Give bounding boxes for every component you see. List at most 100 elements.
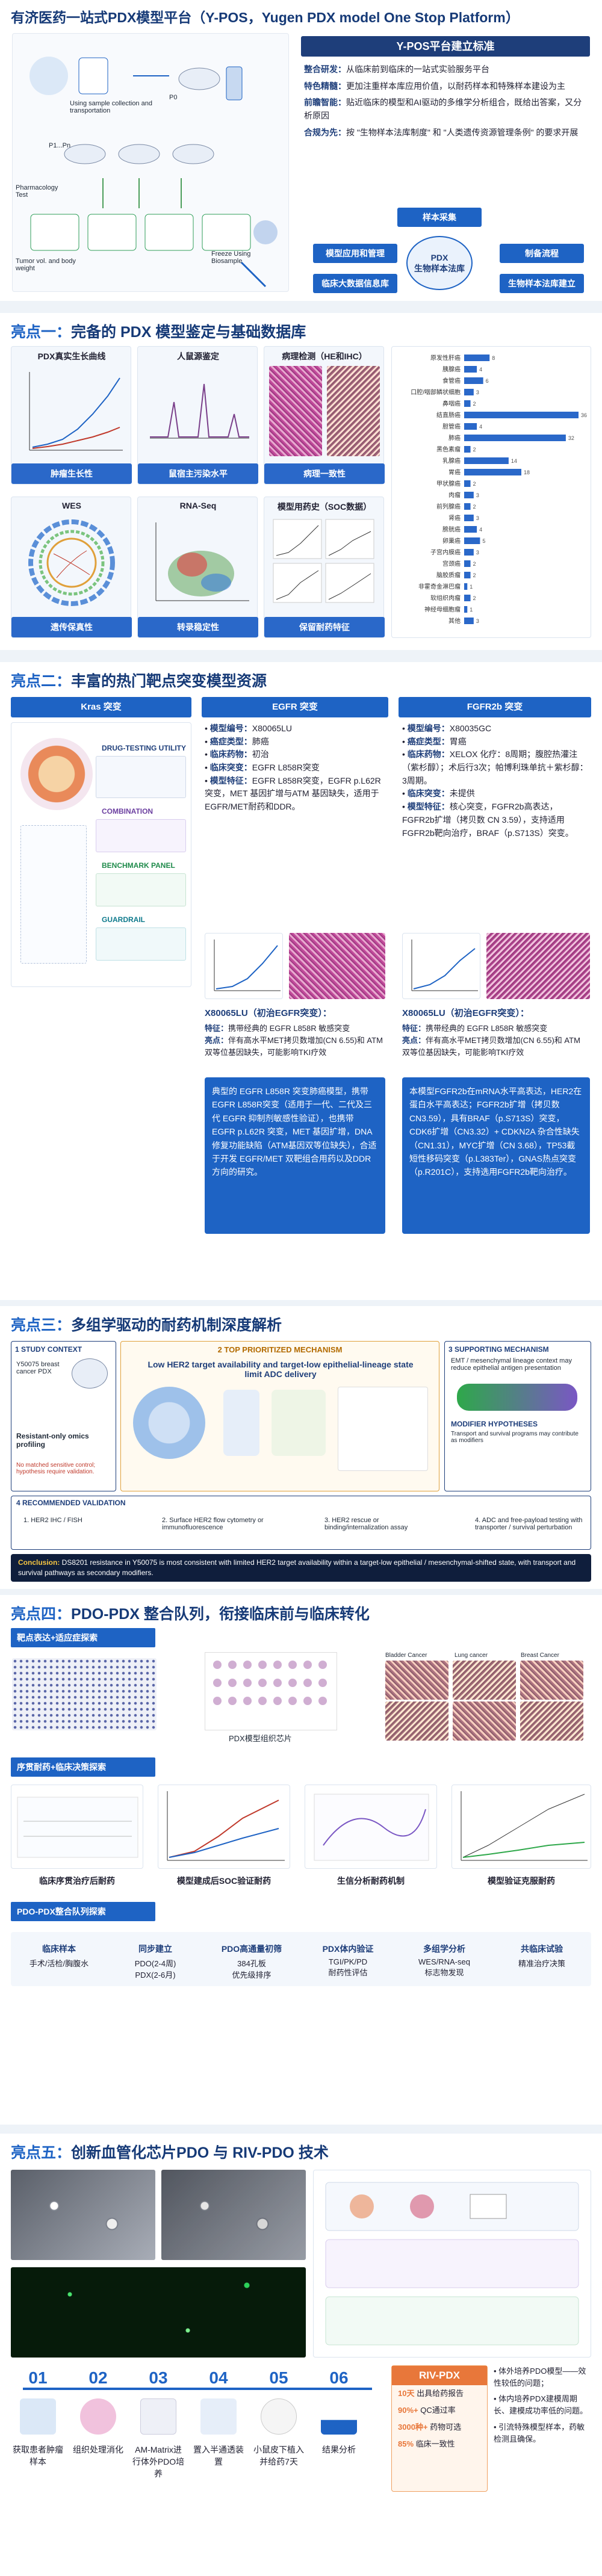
bar-value: 2 <box>473 481 476 487</box>
bar-value: 2 <box>473 561 476 567</box>
bar <box>464 583 468 590</box>
panel-pathology: 病理检测（HE和IHC） 病理一致性 <box>264 346 385 485</box>
tab-cohort: PDO-PDX整合队列探索 <box>11 1902 155 1921</box>
section-1: 亮点一：完备的 PDX 模型鉴定与基础数据库 PDX真实生长曲线 肿瘤生长性 人… <box>0 313 602 650</box>
col-egfr: EGFR 突变 <box>202 697 388 717</box>
fgfr-info-item: • 模型编号：X80035GC <box>402 723 492 733</box>
standard-list: 整合研发：从临床前到临床的一站式实验服务平台 特色精髓：更加注重样本库应用价值，… <box>304 63 587 143</box>
bar-value: 36 <box>581 412 587 418</box>
label-pn: P1...Pn <box>49 142 71 149</box>
bar <box>464 480 471 487</box>
bar-value: 2 <box>473 504 476 510</box>
seq-panel-2 <box>158 1785 290 1869</box>
egfr-info-item: • 模型编号：X80065LU <box>205 723 292 733</box>
kras-label-2: BENCHMARK PANEL <box>102 861 175 870</box>
bar-label: 肾癌 <box>448 514 461 522</box>
fgfr-info-item: • 临床药物：XELOX 化疗：8周期；腹腔热灌注（紫杉醇）；术后行3次；帕博利… <box>402 749 588 785</box>
riv-diagram <box>313 2170 591 2358</box>
freeze-icon <box>240 261 267 288</box>
kras-panel: DRUG-TESTING UTILITY COMBINATION BENCHMA… <box>11 722 191 987</box>
bar-value: 14 <box>511 458 517 464</box>
section-5-title: 亮点五：创新血管化芯片PDO 与 RIV-PDO 技术 <box>11 2144 329 2161</box>
section-2: 亮点二：丰富的热门靶点突变模型资源 Kras 突变 EGFR 突变 FGFR2b… <box>0 662 602 1300</box>
fgfr-info-item: • 临床突变：未提供 <box>402 788 475 799</box>
hub-left2: 临床大数据信息库 <box>313 274 397 293</box>
standard-item: 合规为先：按 "生物样本法库制度" 和 "人类遗传资源管理条例" 的要求开展 <box>304 127 579 137</box>
egfr-info-item: • 临床药物：初治 <box>205 749 269 760</box>
workflow-diagram: Using sample collection and transportati… <box>12 33 289 292</box>
cohort-step: 共临床试验精准治疗决策 <box>518 1944 565 1968</box>
bar-value: 2 <box>473 401 476 407</box>
egfr-info-item: • 模型特征：EGFR L858R突变，EGFR p.L62R突变，MET 基因… <box>205 775 381 812</box>
hub-center: PDX 生物样本法库 <box>406 236 473 290</box>
top-mechanism: 2 TOP PRIORITIZED MECHANISM Low HER2 tar… <box>120 1341 439 1491</box>
bar <box>464 457 509 464</box>
bar <box>464 423 477 430</box>
fgfr-sub: X80065LU（初治EGFR突变）： 特征：携带经典的 EGFR L858R … <box>402 1008 580 1057</box>
fluorescence-row <box>11 2267 306 2358</box>
bar-value: 2 <box>473 447 476 453</box>
panel-growth: PDX真实生长曲线 肿瘤生长性 <box>11 346 132 485</box>
bar <box>464 446 471 453</box>
liquid-nitrogen-icon <box>253 220 278 244</box>
bar-label: 胃癌 <box>448 468 461 476</box>
bar-label: 黑色素瘤 <box>436 445 461 453</box>
egfr-info-item: • 临床突变：EGFR L858R突变 <box>205 763 320 773</box>
bar-value: 3 <box>476 515 479 521</box>
wes-circos <box>28 519 115 606</box>
mouse-icon <box>178 67 220 90</box>
standard-item: 整合研发：从临床前到临床的一站式实验服务平台 <box>304 64 489 74</box>
label-pharmacology: Pharmacology Test <box>16 184 58 199</box>
fgfr-info-item: • 模型特征：核心突变，FGFR2b高表达，FGFR2b扩增（拷贝数 CN 3.… <box>402 802 574 838</box>
bar-value: 2 <box>473 572 476 578</box>
riv-bullets: • 体外培养PDO模型——效性较低的问题； • 体内培养PDX建模周期长、建模成… <box>494 2367 588 2444</box>
standard-title: Y-POS平台建立标准 <box>301 36 590 57</box>
fgfr-info-item: • 癌症类型：胃癌 <box>402 736 467 746</box>
bar-label: 神经母细胞瘤 <box>424 605 461 613</box>
growth-chart <box>29 372 123 451</box>
panel-soc: 模型用药史（SOC数据） 保留耐药特征 <box>264 497 385 638</box>
bar-value: 3 <box>476 618 479 624</box>
bar-label: 宫颈癌 <box>442 560 461 568</box>
section-5: 亮点五：创新血管化芯片PDO 与 RIV-PDO 技术 01 02 03 04 … <box>0 2134 602 2576</box>
pharmacology-box <box>30 214 79 251</box>
ihc-image <box>327 366 380 456</box>
seq-cap-1: 临床序贯治疗后耐药 <box>39 1876 115 1886</box>
seq-panel-3 <box>305 1785 437 1869</box>
bar <box>464 377 483 384</box>
recommended-validation: 4 RECOMMENDED VALIDATION 1. HER2 IHC / F… <box>11 1496 591 1550</box>
bar-value: 32 <box>568 435 574 441</box>
kras-label-3: GUARDRAIL <box>102 915 145 924</box>
riv-diagram-svg <box>325 2182 579 2345</box>
bar-label: 甲状腺癌 <box>436 480 461 488</box>
bar-value: 6 <box>486 378 489 384</box>
volcano-plot <box>155 522 249 601</box>
bar-value: 4 <box>479 424 482 430</box>
seq-cap-4: 模型验证克服耐药 <box>488 1876 555 1886</box>
standard-item: 特色精髓：更加注重样本库应用价值，以耐药样本和特殊样本建设为主 <box>304 81 565 91</box>
bar-label: 膀胱癌 <box>442 525 461 533</box>
bar-value: 1 <box>470 607 473 613</box>
bar-label: 卵巢癌 <box>442 537 461 545</box>
chip-label: PDX模型组织芯片 <box>229 1734 292 1743</box>
conclusion-bar: Conclusion: DS8201 resistance in Y50075 … <box>11 1554 591 1582</box>
bar-label: 非霍奇金淋巴瘤 <box>418 583 461 590</box>
seq-panel-4 <box>452 1785 591 1869</box>
bar <box>464 435 566 441</box>
egfr-info-item: • 癌症类型：肺癌 <box>205 736 269 746</box>
riv-box: RIV-PDX 10天 出具给药报告 90%+ QC通过率 3000种+ 药物可… <box>391 2365 488 2492</box>
bar-label: 口腔/咽部鳞状细胞 <box>411 388 461 396</box>
section-3-title: 亮点三：多组学驱动的耐药机制深度解析 <box>11 1317 282 1334</box>
section-2-title: 亮点二：丰富的热门靶点突变模型资源 <box>11 673 267 690</box>
bar-value: 1 <box>470 584 473 590</box>
micro-image-1 <box>11 2170 155 2260</box>
hub-right2: 生物样本法库建立 <box>500 274 584 293</box>
fgfr-summary: 本模型FGFR2b在mRNA水平高表达，HER2在蛋白水平高表达；FGFR2b扩… <box>402 1077 590 1234</box>
bar-label: 子宫内膜癌 <box>430 548 461 556</box>
bar <box>464 572 471 578</box>
bar-label: 鼻咽癌 <box>442 400 461 407</box>
bar <box>464 560 471 567</box>
egfr-summary: 典型的 EGFR L858R 突变肺癌模型，携带EGFR L858R突变（适用于… <box>205 1077 385 1234</box>
